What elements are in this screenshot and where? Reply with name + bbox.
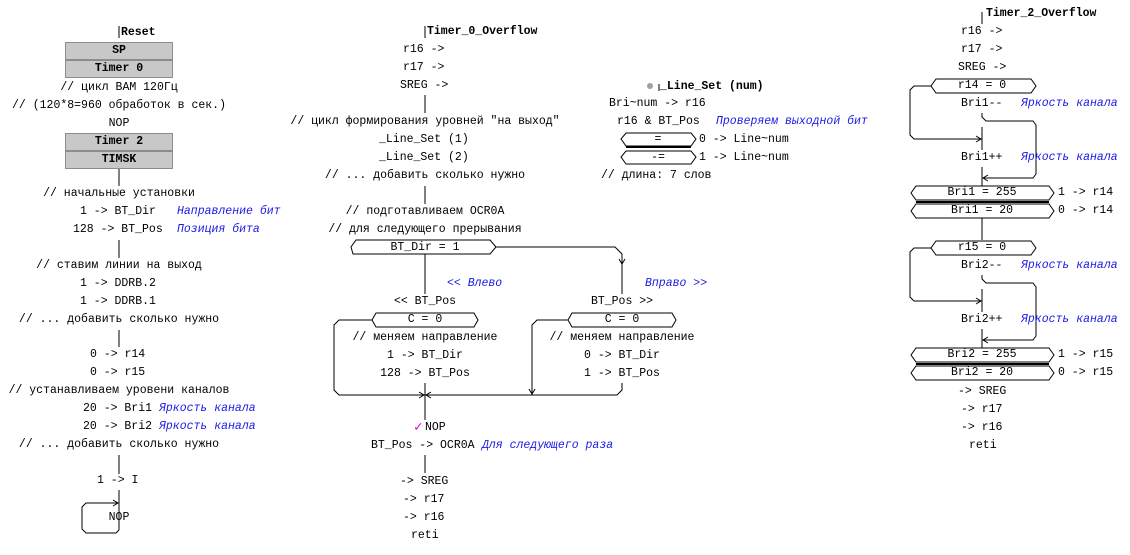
inline-comment: Позиция бита <box>177 223 260 236</box>
r15-condition[interactable]: r15 = 0 <box>957 241 1007 254</box>
comment-line: // подготавливаем OCR0A <box>345 205 505 218</box>
instruction: 1 -> BT_Dir <box>80 205 156 218</box>
comment-line: // (120*8=960 обработок в сек.) <box>12 99 226 112</box>
case-action: 0 -> Line~num <box>699 133 789 146</box>
lineset-entry-label: _Line_Set (num) <box>660 80 764 93</box>
reset-entry-label: Reset <box>121 26 156 39</box>
comment-line: // меняем направление <box>549 331 695 344</box>
timer0-block[interactable]: Timer 0 <box>65 60 173 78</box>
instruction: BT_Pos -> OCR0A <box>371 439 475 452</box>
case-action: 0 -> r14 <box>1058 204 1114 217</box>
comment-line: // ... добавить сколько нужно <box>18 438 220 451</box>
instruction: 1 -> DDRB.2 <box>80 277 156 290</box>
instruction: 1 -> I <box>97 474 139 487</box>
branch-label-right: Вправо >> <box>645 277 708 290</box>
shift-left-instruction: << BT_Pos <box>393 295 457 308</box>
instruction: Bri1-- <box>961 97 1003 110</box>
comment-line: // цикл BAM 120Гц <box>60 81 178 94</box>
inline-comment: Яркость канала <box>1021 151 1118 164</box>
instruction: 0 -> r14 <box>90 348 146 361</box>
comment-line: // начальные установки <box>43 187 195 200</box>
nop-loop-instruction: NOP <box>108 511 130 524</box>
r14-condition[interactable]: r14 = 0 <box>957 79 1007 92</box>
carry-condition-left[interactable]: C = 0 <box>407 313 443 326</box>
case-equal[interactable]: = <box>654 133 662 146</box>
case-bri2-20[interactable]: Bri2 = 20 <box>950 366 1014 379</box>
call-line-set-1[interactable]: _Line_Set (1) <box>379 133 469 146</box>
instruction: Bri2-- <box>961 259 1003 272</box>
case-not-equal[interactable]: -= <box>651 151 665 164</box>
pop-instruction: -> r17 <box>961 403 1003 416</box>
checkmark-icon: ✓ <box>414 420 423 436</box>
pop-instruction: -> r17 <box>403 493 445 506</box>
case-bri2-255[interactable]: Bri2 = 255 <box>947 348 1017 361</box>
case-bri1-255[interactable]: Bri1 = 255 <box>947 186 1017 199</box>
push-instruction: r17 -> <box>961 43 1003 56</box>
comment-line: // для следующего прерывания <box>328 223 522 236</box>
inline-comment: Проверяем выходной бит <box>716 115 868 128</box>
timsk-block[interactable]: TIMSK <box>65 151 173 169</box>
carry-condition-right[interactable]: C = 0 <box>604 313 640 326</box>
instruction: 0 -> r15 <box>90 366 146 379</box>
case-action: 1 -> Line~num <box>699 151 789 164</box>
pop-instruction: -> SREG <box>958 385 1007 398</box>
push-instruction: SREG -> <box>958 61 1007 74</box>
reti-instruction: reti <box>411 529 439 542</box>
case-action: 1 -> r14 <box>1058 186 1114 199</box>
case-action: 1 -> r15 <box>1058 348 1114 361</box>
inline-comment: Яркость канала <box>1021 313 1118 326</box>
reti-instruction: reti <box>969 439 997 452</box>
push-instruction: SREG -> <box>400 79 449 92</box>
comment-line: // ... добавить сколько нужно <box>324 169 526 182</box>
branch-label-left: << Влево <box>447 277 503 290</box>
instruction: 1 -> BT_Pos <box>584 367 660 380</box>
instruction: Bri1++ <box>961 151 1003 164</box>
instruction: 1 -> BT_Dir <box>387 349 463 362</box>
instruction: 20 -> Bri2 <box>83 420 153 433</box>
push-instruction: r16 -> <box>403 43 445 56</box>
breakpoint-dot <box>647 83 653 89</box>
bt-dir-condition[interactable]: BT_Dir = 1 <box>390 241 460 254</box>
pop-instruction: -> SREG <box>400 475 449 488</box>
push-instruction: r16 -> <box>961 25 1003 38</box>
comment-line: // длина: 7 слов <box>601 169 712 182</box>
pop-instruction: -> r16 <box>403 511 445 524</box>
timer2-block[interactable]: Timer 2 <box>65 133 173 151</box>
timer2-entry-label: Timer_2_Overflow <box>986 7 1097 20</box>
comment-line: // цикл формирования уровней "на выход" <box>290 115 560 128</box>
comment-line: // ставим линии на выход <box>36 259 202 272</box>
inline-comment: Яркость канала <box>1021 97 1118 110</box>
instruction: 128 -> BT_Pos <box>73 223 163 236</box>
inline-comment: Направление бит <box>177 205 281 218</box>
instruction: 1 -> DDRB.1 <box>80 295 156 308</box>
inline-comment: Яркость канала <box>1021 259 1118 272</box>
shift-right-instruction: BT_Pos >> <box>590 295 654 308</box>
comment-line: // меняем направление <box>352 331 498 344</box>
inline-comment: Яркость канала <box>159 420 256 433</box>
instruction: Bri~num -> r16 <box>609 97 706 110</box>
push-instruction: r17 -> <box>403 61 445 74</box>
pop-instruction: -> r16 <box>961 421 1003 434</box>
sp-block[interactable]: SP <box>65 42 173 60</box>
inline-comment: Яркость канала <box>159 402 256 415</box>
case-bri1-20[interactable]: Bri1 = 20 <box>950 204 1014 217</box>
inline-comment: Для следующего раза <box>482 439 614 452</box>
instruction: r16 & BT_Pos <box>617 115 700 128</box>
nop-instruction: NOP <box>425 421 446 434</box>
case-action: 0 -> r15 <box>1058 366 1114 379</box>
instruction: Bri2++ <box>961 313 1003 326</box>
comment-line: // устанавливаем уровени каналов <box>8 384 230 397</box>
instruction: 128 -> BT_Pos <box>380 367 470 380</box>
call-line-set-2[interactable]: _Line_Set (2) <box>379 151 469 164</box>
instruction: 0 -> BT_Dir <box>584 349 660 362</box>
timer0-entry-label: Timer_0_Overflow <box>427 25 538 38</box>
nop-instruction: NOP <box>108 117 130 130</box>
instruction: 20 -> Bri1 <box>83 402 153 415</box>
comment-line: // ... добавить сколько нужно <box>18 313 220 326</box>
